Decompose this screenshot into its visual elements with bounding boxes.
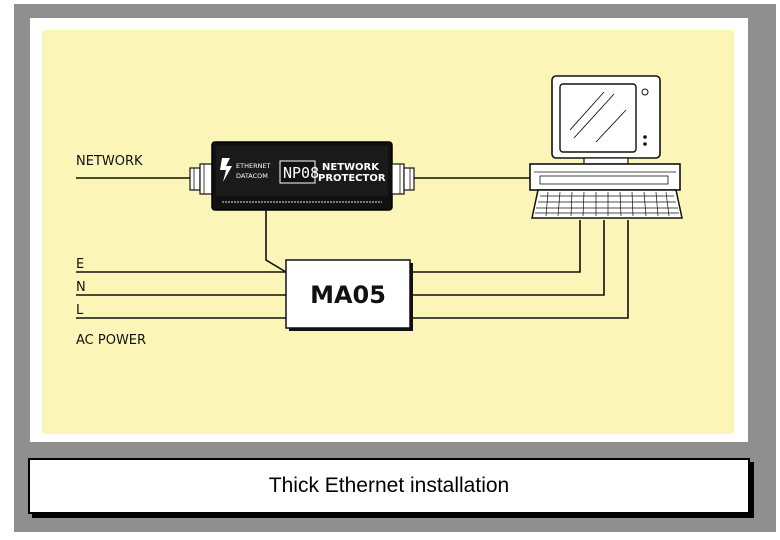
power-line-n-out	[412, 220, 605, 296]
product-line1: NETWORK	[322, 162, 380, 173]
phase-label-n: N	[76, 280, 86, 295]
phase-label-l: L	[76, 303, 84, 318]
brand-line2: DATACOM	[236, 172, 268, 180]
caption-text: Thick Ethernet installation	[268, 474, 510, 497]
caption-box: Thick Ethernet installation	[28, 458, 750, 514]
phase-label-e: E	[76, 257, 84, 272]
model-label: NP08	[283, 164, 319, 182]
keyboard-icon	[531, 189, 683, 219]
network-label: NETWORK	[76, 154, 143, 169]
power-line-e-out	[412, 220, 581, 273]
left-connector	[189, 163, 213, 195]
monitor-screen	[559, 83, 637, 153]
ac-power-label: AC POWER	[76, 333, 146, 348]
ethernet-datacom-logo-icon	[220, 158, 232, 182]
power-line-l-out	[412, 220, 629, 319]
brand-line1: ETHERNET	[236, 162, 271, 170]
product-line2: PROTECTOR	[318, 173, 386, 184]
ma05-label: MA05	[310, 281, 386, 309]
computer-icon	[529, 75, 683, 219]
ground-wire	[265, 210, 287, 273]
right-connector	[391, 163, 415, 195]
np08-network-protector: ETHERNET DATACOM NP08 NETWORK PROTECTOR	[211, 141, 393, 211]
ma05-unit: MA05	[285, 259, 413, 331]
